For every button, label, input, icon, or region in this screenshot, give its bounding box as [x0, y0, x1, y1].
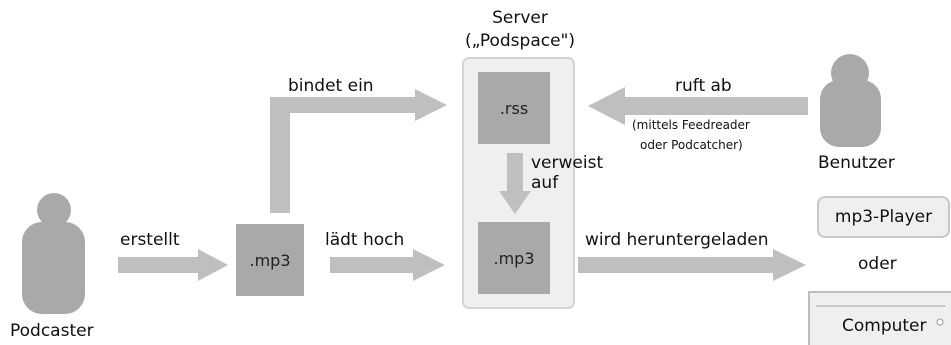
label-refers-2: auf [531, 173, 559, 193]
computer-label: Computer [842, 316, 927, 336]
podcaster-label: Podcaster [10, 321, 94, 341]
label-downloads: wird heruntergeladen [585, 230, 769, 250]
user-icon [820, 54, 881, 147]
server-subtitle: („Podspace") [465, 31, 575, 51]
computer-icon [808, 291, 951, 345]
server-mp3-file: .mp3 [478, 222, 550, 294]
label-embeds: bindet ein [288, 76, 374, 96]
podcaster-icon [22, 193, 85, 314]
mp3-player-box [817, 196, 950, 238]
label-fetches: ruft ab [675, 76, 732, 96]
label-creates: erstellt [120, 230, 180, 250]
label-fetches-note-2: oder Podcatcher) [640, 138, 743, 152]
rss-file: .rss [478, 72, 550, 144]
arrow-uploads [330, 249, 445, 281]
label-refers-1: verweist [531, 153, 604, 173]
local-mp3-label: .mp3 [249, 250, 291, 270]
mp3-player-label: mp3-Player [834, 207, 933, 227]
rss-label: .rss [499, 98, 529, 118]
label-uploads: lädt hoch [325, 230, 405, 250]
server-mp3-label: .mp3 [493, 248, 535, 268]
server-title: Server [492, 8, 548, 28]
user-label: Benutzer [818, 153, 895, 173]
arrow-refers [499, 153, 531, 214]
arrow-creates [118, 249, 228, 281]
local-mp3-file: .mp3 [236, 224, 304, 296]
or-label: oder [858, 254, 897, 274]
label-fetches-note-1: (mittels Feedreader [632, 118, 750, 132]
arrow-downloads [578, 249, 806, 281]
arrow-fetches [588, 87, 808, 125]
arrow-embeds [270, 89, 447, 213]
